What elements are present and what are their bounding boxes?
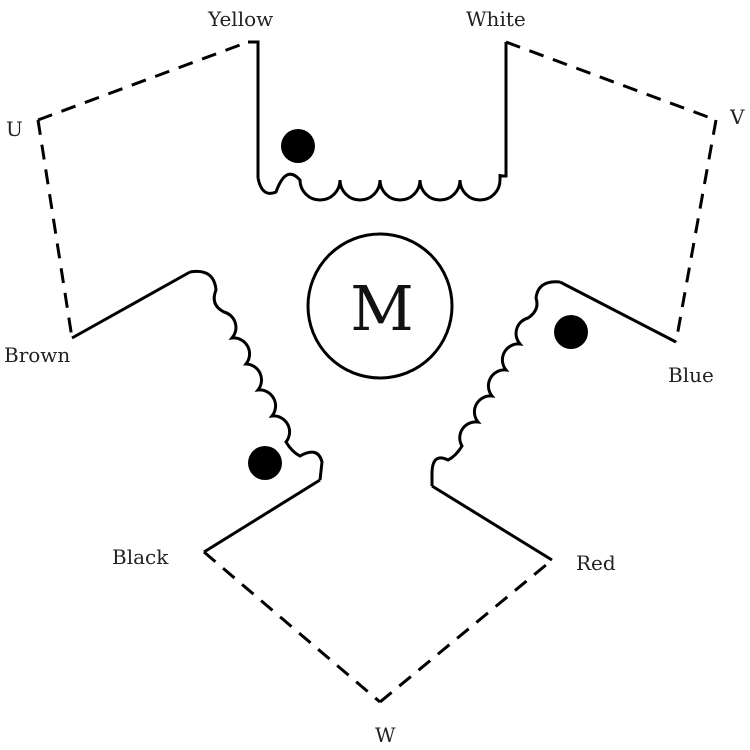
label-black: Black <box>112 545 169 569</box>
winding-right-lead-blue <box>559 280 677 344</box>
winding-left-coil <box>189 269 324 481</box>
motor-symbol: M <box>306 232 454 380</box>
winding-left-lead-black <box>203 478 321 554</box>
motor-circle <box>306 232 454 380</box>
motor-label: M <box>350 272 413 345</box>
connection-black-w <box>203 550 381 704</box>
connection-white-v <box>505 40 717 122</box>
connection-u-brown <box>36 119 74 339</box>
connection-v-blue <box>674 119 718 343</box>
terminal-w: W <box>375 723 396 747</box>
label-yellow: Yellow <box>207 7 273 31</box>
winding-right <box>430 280 677 562</box>
winding-right-lead-red <box>431 484 553 562</box>
winding-right-coil <box>430 280 561 486</box>
winding-top-coil <box>256 172 502 202</box>
terminal-v: V <box>729 105 745 129</box>
label-brown: Brown <box>4 343 70 367</box>
label-red: Red <box>576 551 616 575</box>
winding-left-polarity-dot <box>248 446 282 480</box>
winding-top-lead-yellow <box>248 40 260 178</box>
winding-left-lead-brown <box>71 270 191 340</box>
connection-w-red <box>379 558 553 704</box>
winding-top-lead-white <box>500 42 508 178</box>
connection-u-yellow <box>37 40 249 122</box>
winding-top-polarity-dot <box>281 129 315 163</box>
label-white: White <box>466 7 526 31</box>
winding-left <box>71 269 324 554</box>
winding-right-polarity-dot <box>554 315 588 349</box>
winding-top <box>248 40 508 202</box>
label-blue: Blue <box>668 363 714 387</box>
terminal-u: U <box>6 117 23 141</box>
